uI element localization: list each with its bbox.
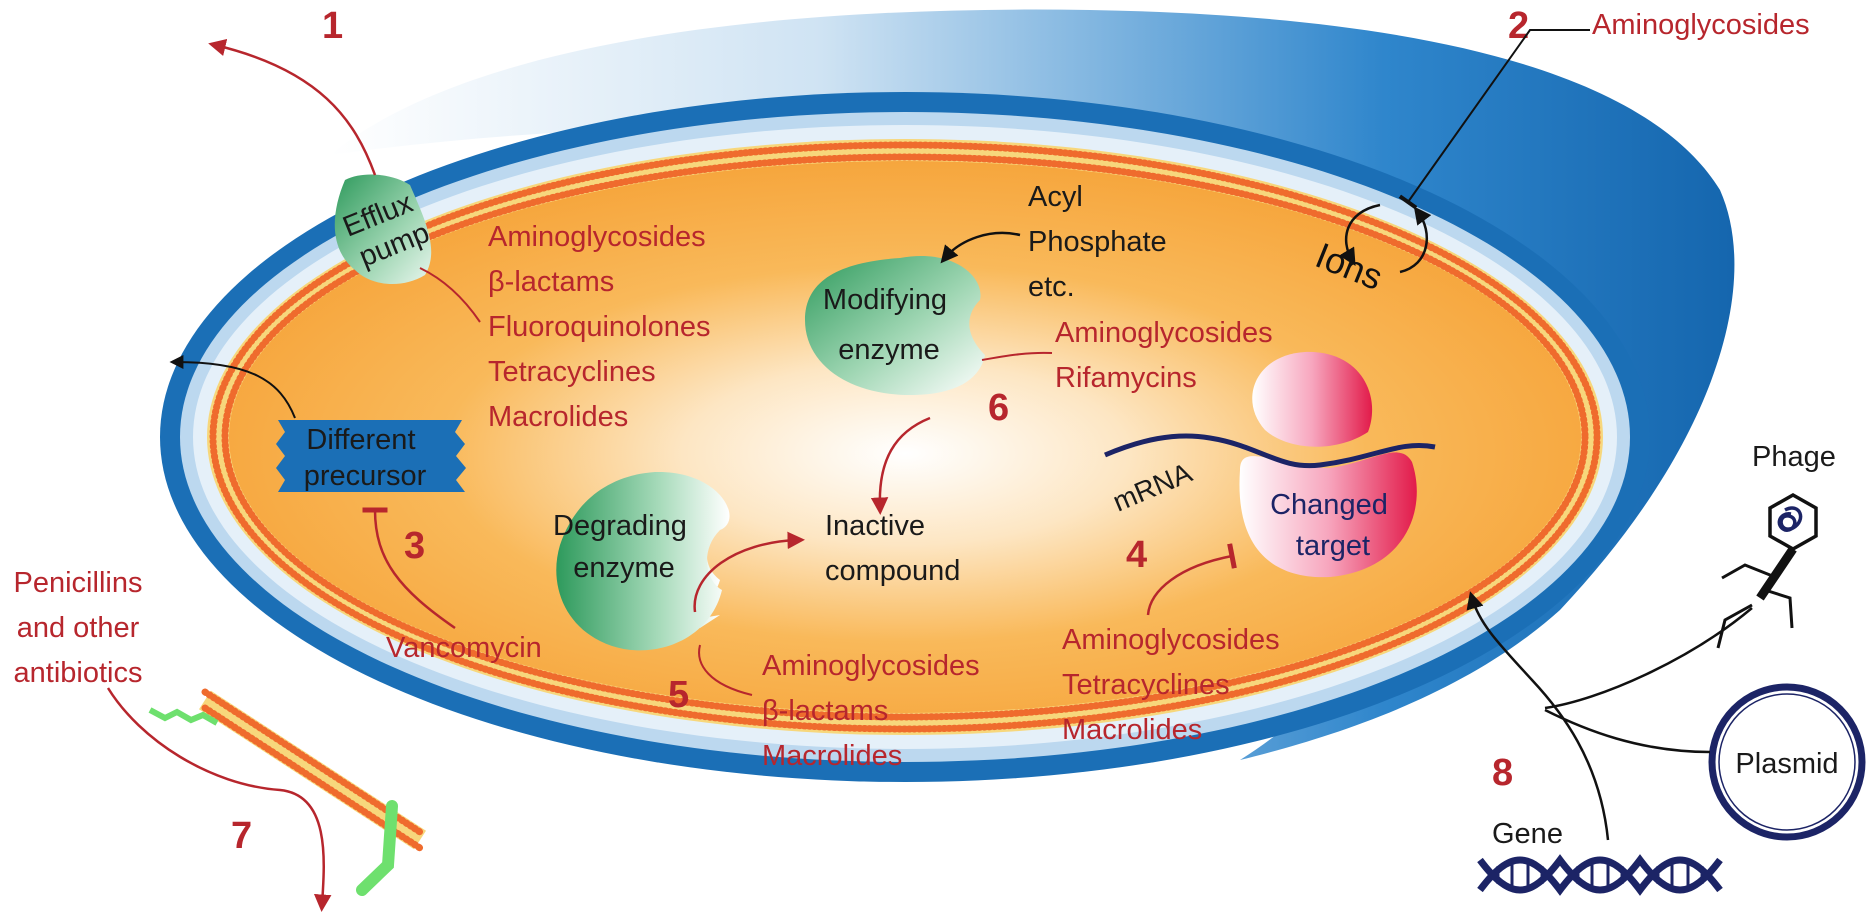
efflux-arrow: [208, 38, 377, 176]
vancomycin-block-line: [362, 507, 456, 630]
mechanism-4-number: 4: [1126, 534, 1147, 576]
svg-text:Tetracyclines: Tetracyclines: [1062, 669, 1230, 701]
svg-text:and other: and other: [17, 612, 140, 644]
svg-text:Aminoglycosides: Aminoglycosides: [488, 221, 706, 253]
plasmid-label: Plasmid: [1735, 748, 1838, 780]
mechanism-2-antibiotic: Aminoglycosides: [1592, 9, 1810, 41]
precursor-arrow: [169, 355, 296, 419]
different-precursor-label: Different precursor: [304, 424, 427, 492]
svg-text:antibiotics: antibiotics: [14, 657, 143, 689]
mechanism-5-number: 5: [668, 674, 689, 716]
mechanism-2-number: 2: [1508, 5, 1529, 47]
svg-text:Aminoglycosides: Aminoglycosides: [762, 650, 980, 682]
modifying-substrate-arrow: [940, 231, 1021, 264]
phage-icon[interactable]: [1716, 492, 1818, 649]
svg-text:Aminoglycosides: Aminoglycosides: [1055, 317, 1273, 349]
degrading-connector: [698, 644, 753, 696]
ions-arrow-in: [1339, 203, 1381, 267]
outer-membrane-fragment: [148, 688, 427, 896]
mechanism-3-number: 3: [404, 525, 425, 567]
ribosome-small-subunit: [1252, 351, 1373, 447]
vancomycin-label: Vancomycin: [386, 632, 542, 664]
svg-text:Macrolides: Macrolides: [1062, 714, 1202, 746]
mechanism-7-number: 7: [231, 815, 252, 857]
svg-text:Phosphate: Phosphate: [1028, 226, 1167, 258]
gene-label: Gene: [1492, 818, 1563, 850]
gene-transfer-arrow: [1466, 591, 1610, 841]
svg-text:Tetracyclines: Tetracyclines: [488, 356, 656, 388]
svg-text:Acyl: Acyl: [1028, 181, 1083, 213]
svg-text:β-lactams: β-lactams: [488, 266, 614, 298]
svg-text:Macrolides: Macrolides: [762, 740, 902, 772]
ribosome-large-subunit[interactable]: [1239, 452, 1417, 578]
efflux-connector: [419, 267, 481, 323]
svg-text:Macrolides: Macrolides: [488, 401, 628, 433]
degrading-arrow: [693, 531, 805, 613]
svg-text:Fluoroquinolones: Fluoroquinolones: [488, 311, 710, 343]
inner-membrane: [207, 139, 1603, 735]
inactive-compound-label: Inactive compound: [825, 510, 960, 587]
modifying-enzyme[interactable]: [805, 256, 985, 395]
svg-text:Rifamycins: Rifamycins: [1055, 362, 1197, 394]
modifying-antibiotic-list: Aminoglycosides Rifamycins: [1055, 317, 1273, 394]
svg-text:etc.: etc.: [1028, 271, 1075, 303]
lps-chain-icon: [148, 707, 219, 726]
degrading-enzyme-body: [556, 471, 730, 651]
penicillins-label: Penicillins and other antibiotics: [14, 567, 143, 689]
modifying-substrate-list: Acyl Phosphate etc.: [1028, 181, 1167, 303]
efflux-pump[interactable]: [334, 174, 432, 285]
phage-label: Phage: [1752, 441, 1836, 473]
mrna-strand: [1104, 433, 1436, 469]
changed-target-label: Changed target: [1270, 489, 1396, 562]
degrading-antibiotic-list: Aminoglycosides β-lactams Macrolides: [762, 650, 980, 772]
different-precursor[interactable]: [276, 420, 466, 492]
degrading-enzyme-label: Degrading enzyme: [553, 510, 695, 584]
porin-icon: [356, 800, 398, 896]
plasmid-transfer-line: [1544, 708, 1711, 754]
plasmid-icon[interactable]: [1708, 683, 1866, 841]
svg-text:Aminoglycosides: Aminoglycosides: [1062, 624, 1280, 656]
changed-target-antibiotic-list: Aminoglycosides Tetracyclines Macrolides: [1062, 624, 1280, 746]
mechanism-1-number: 1: [322, 5, 343, 47]
changed-target-block-line: [1146, 543, 1237, 616]
modifying-enzyme-label: Modifying enzyme: [823, 284, 955, 366]
svg-text:β-lactams: β-lactams: [762, 695, 888, 727]
mechanism-6-number: 6: [988, 387, 1009, 429]
phage-transfer-line: [1544, 607, 1753, 710]
modifying-arrow: [870, 416, 931, 515]
dna-helix-icon[interactable]: [1477, 854, 1723, 896]
mechanism-8-number: 8: [1492, 752, 1513, 794]
efflux-antibiotic-list: Aminoglycosides β-lactams Fluoroquinolon…: [488, 221, 710, 433]
modifying-connector: [981, 351, 1053, 361]
svg-text:Penicillins: Penicillins: [14, 567, 143, 599]
aminoglycoside-block-line: [1398, 29, 1590, 210]
penicillin-entry-arrow: [106, 687, 332, 912]
ions-arrow-out: [1399, 206, 1432, 274]
